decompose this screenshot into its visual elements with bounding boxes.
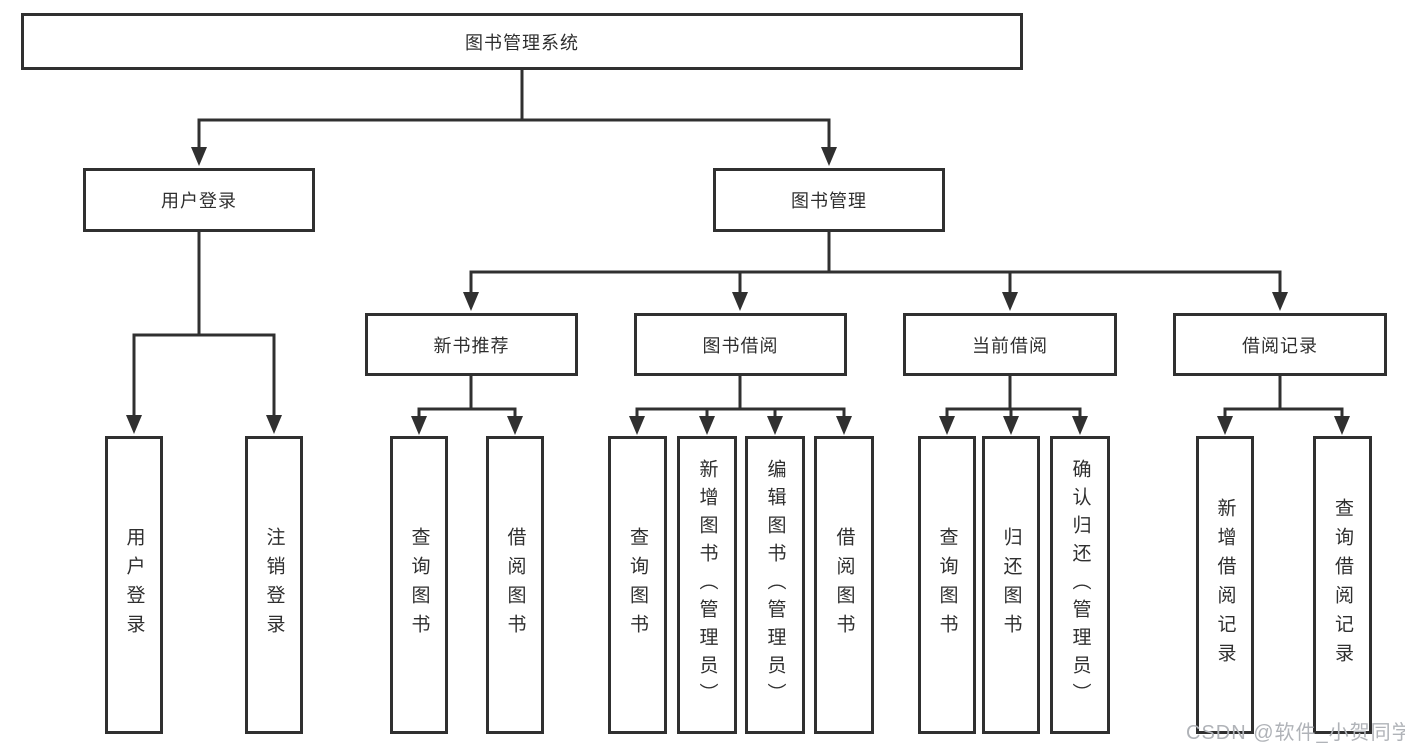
leaf-records-add-record: 新增借阅记录 <box>1196 436 1254 734</box>
leaf-user-login: 用户登录 <box>105 436 163 734</box>
leaf-borrowing-edit-books-admin: 编辑图书（管理员） <box>745 436 805 734</box>
node-new-book-recommend: 新书推荐 <box>365 313 578 376</box>
leaf-newbooks-query-books: 查询图书 <box>390 436 448 734</box>
node-borrowing-records: 借阅记录 <box>1173 313 1387 376</box>
leaf-records-query-record: 查询借阅记录 <box>1313 436 1372 734</box>
leaf-logout: 注销登录 <box>245 436 303 734</box>
leaf-borrowing-borrow-books: 借阅图书 <box>814 436 874 734</box>
leaf-borrowing-query-books: 查询图书 <box>608 436 667 734</box>
node-user-login-branch: 用户登录 <box>83 168 315 232</box>
leaf-current-return-books: 归还图书 <box>982 436 1040 734</box>
leaf-current-query-books: 查询图书 <box>918 436 976 734</box>
node-book-borrowing: 图书借阅 <box>634 313 847 376</box>
node-library-system: 图书管理系统 <box>21 13 1023 70</box>
csdn-watermark: CSDN @软件_小贺同学 <box>1186 722 1405 744</box>
leaf-current-confirm-return-admin: 确认归还（管理员） <box>1050 436 1110 734</box>
node-current-borrowing: 当前借阅 <box>903 313 1117 376</box>
leaf-newbooks-borrow-books: 借阅图书 <box>486 436 544 734</box>
leaf-borrowing-add-books-admin: 新增图书（管理员） <box>677 436 737 734</box>
node-book-management-branch: 图书管理 <box>713 168 945 232</box>
